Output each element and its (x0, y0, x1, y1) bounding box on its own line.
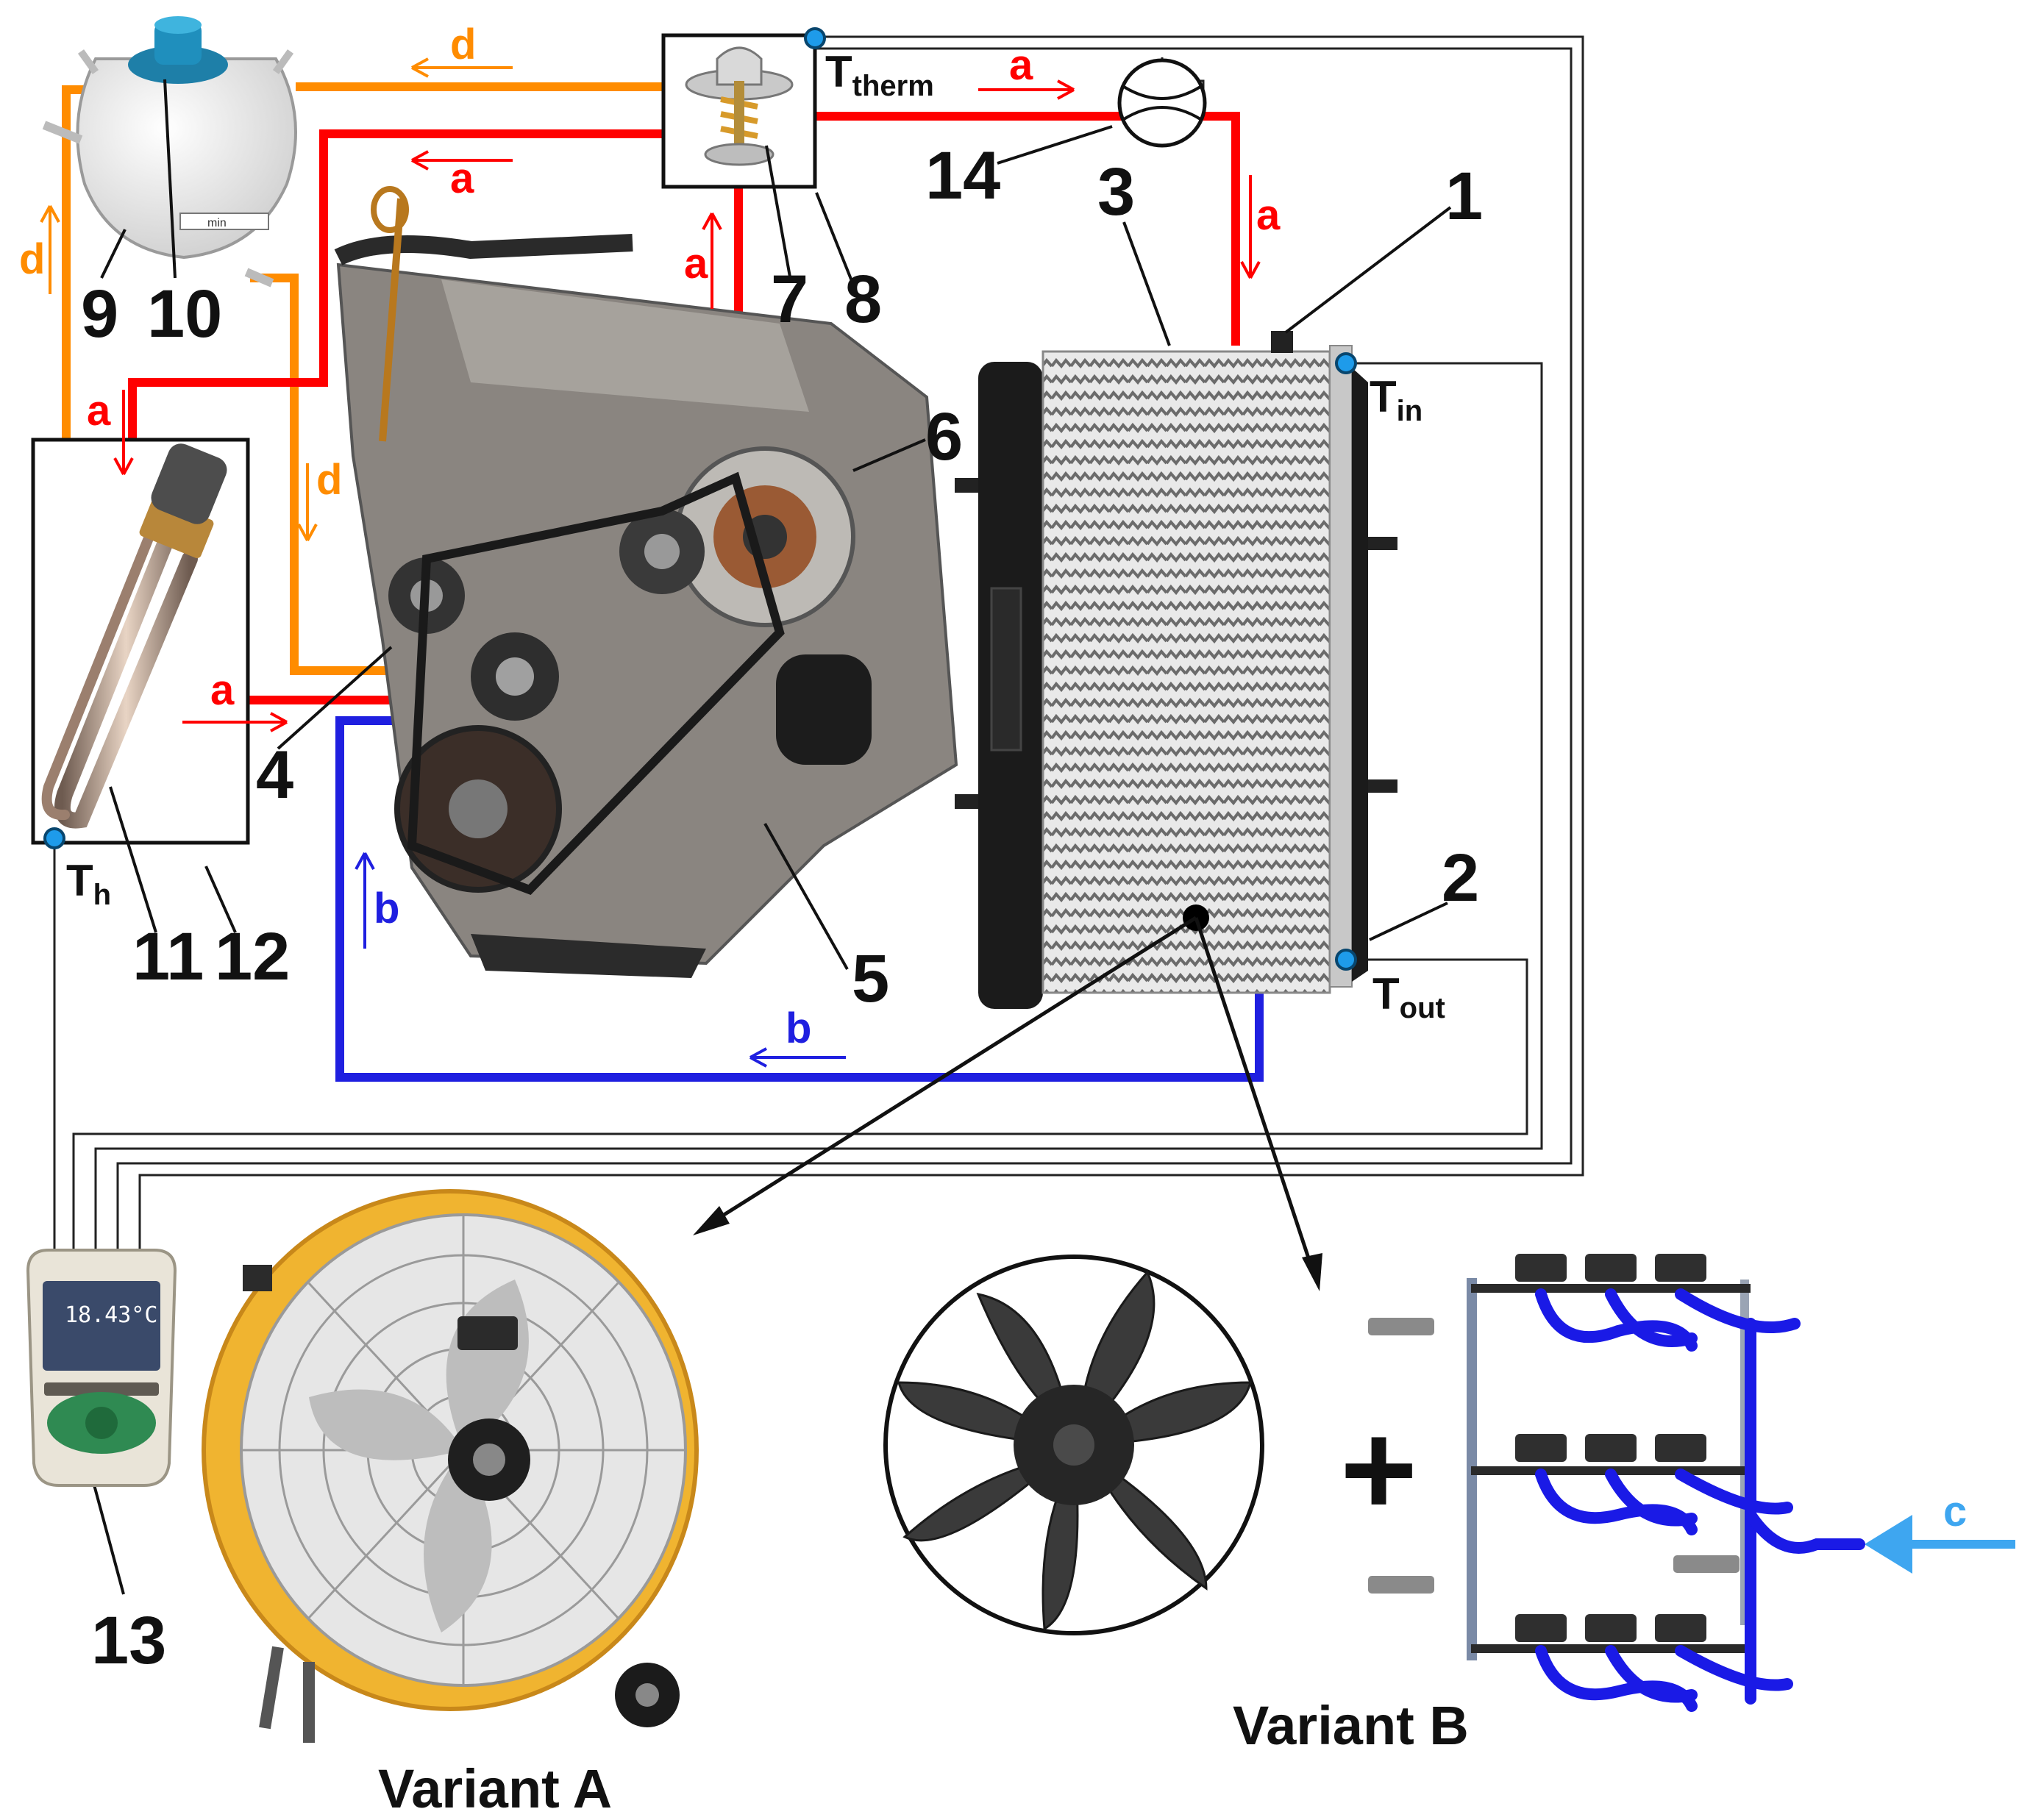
cold-coolant-line (335, 716, 1264, 1082)
heating-element (41, 443, 227, 829)
flow-labels: d a a a a d a d a b b c (19, 21, 1967, 1535)
variant-b-axial-fan (883, 1255, 1264, 1635)
flow-label-d: d (316, 456, 342, 504)
variant-pointer-arrows (693, 916, 1322, 1291)
data-logger: 18.43°C (26, 1249, 177, 1487)
sensor-dot-therm (804, 27, 826, 49)
callout-numbers: 1 2 3 4 5 6 7 8 9 10 11 12 13 14 (81, 138, 1483, 1678)
callout-2: 2 (1442, 841, 1479, 916)
belt-pulleys (388, 471, 785, 895)
flow-label-d: d (19, 235, 45, 283)
callout-5: 5 (852, 941, 889, 1016)
callout-9: 9 (81, 276, 118, 351)
flow-label-c: c (1943, 1488, 1967, 1535)
flow-label-b: b (374, 885, 399, 932)
cooling-water-arrow (1865, 1515, 2015, 1574)
callout-6: 6 (925, 399, 963, 474)
flow-arrows (40, 57, 1261, 1068)
sensor-label-h: Th (66, 856, 111, 911)
sensor-label-in: Tin (1370, 372, 1422, 427)
variant-a-label: Variant A (378, 1758, 612, 1819)
flow-label-b: b (786, 1004, 811, 1052)
sensor-dot-h (43, 827, 65, 849)
callout-leaders (91, 79, 1452, 1595)
flow-label-a: a (1256, 191, 1281, 239)
engine (334, 186, 958, 978)
expansion-tank: min (42, 16, 297, 288)
flow-label-a: a (210, 666, 235, 714)
flow-meter (1117, 58, 1207, 148)
callout-14: 14 (925, 138, 1000, 213)
callout-8: 8 (844, 262, 882, 337)
logger-display-reading: 18.43°C (65, 1302, 157, 1328)
callout-10: 10 (147, 276, 222, 351)
sensor-dot-out (1335, 949, 1357, 971)
flow-label-a: a (684, 240, 708, 288)
callout-7: 7 (771, 262, 808, 337)
thermostat-valve (685, 46, 794, 166)
electric-heater (31, 438, 250, 845)
callout-3: 3 (1097, 154, 1135, 229)
oil-filter (776, 654, 872, 765)
callout-12: 12 (215, 919, 290, 994)
sensor-dot-in (1335, 352, 1357, 374)
temperature-sensors: Ttherm Tin Tout Th (43, 27, 1445, 1024)
filler-cap (128, 16, 228, 84)
plus-sign: + (1340, 1396, 1417, 1544)
flow-label-a: a (1009, 41, 1033, 89)
variant-b-label: Variant B (1233, 1695, 1469, 1756)
thermostat-housing (661, 33, 817, 189)
variant-b-spray-manifold (1368, 1254, 1865, 1712)
sensor-label-out: Tout (1372, 969, 1445, 1024)
callout-11: 11 (132, 919, 204, 994)
flow-label-d: d (450, 21, 476, 68)
flow-label-a: a (87, 387, 111, 435)
sensor-label-therm: Ttherm (825, 47, 934, 102)
callout-1: 1 (1445, 159, 1483, 234)
callout-4: 4 (256, 738, 293, 813)
radiator (955, 331, 1397, 1009)
svg-text:min: min (207, 217, 227, 229)
callout-13: 13 (91, 1603, 166, 1678)
flow-label-a: a (450, 154, 474, 202)
variant-a-drum-fan (202, 1189, 699, 1743)
alternator (674, 446, 855, 627)
